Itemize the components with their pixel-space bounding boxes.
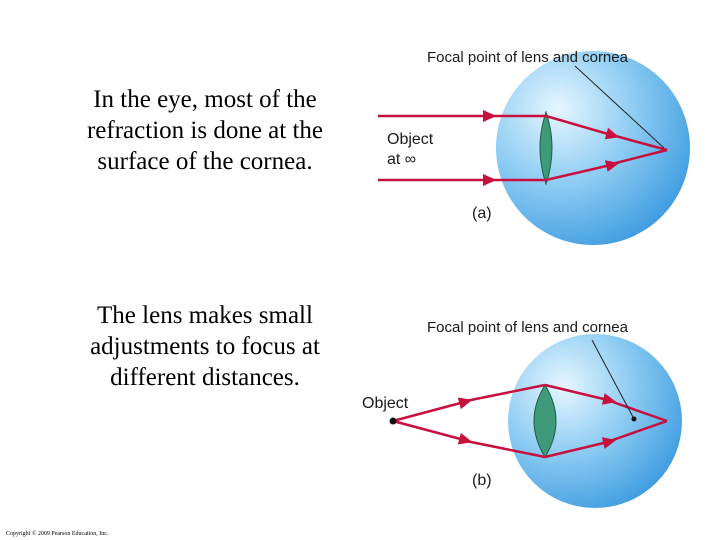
lens-adjustment-text: The lens makes small adjustments to focu… (40, 300, 370, 393)
text-line: In the eye, most of the (93, 86, 317, 113)
object-infinity-label-a: at ∞ (387, 151, 416, 168)
panel-label-a: (a) (472, 205, 492, 222)
text-line: The lens makes small (97, 302, 313, 329)
light-rays-b (392, 383, 668, 459)
object-point-b (389, 417, 397, 425)
cornea-refraction-text: In the eye, most of the refraction is do… (40, 84, 370, 177)
eyeball-b (508, 334, 682, 508)
focal-label-a: Focal point of lens and cornea (427, 49, 629, 66)
object-label-b: Object (362, 395, 409, 412)
lens-a (539, 110, 553, 186)
diagram-b: Focal point of lens and cornea Object (b… (362, 319, 682, 508)
focal-point-b (631, 416, 637, 422)
focal-pointer-b (591, 339, 635, 420)
text-line: surface of the cornea. (97, 148, 313, 175)
copyright-notice: Copyright © 2009 Pearson Education, Inc. (6, 531, 109, 537)
light-rays-a (378, 110, 668, 186)
panel-label-b: (b) (472, 472, 492, 489)
focal-pointer-a (574, 65, 665, 149)
object-label-a: Object (387, 131, 434, 148)
diagram-a: Focal point of lens and cornea Object at… (378, 49, 690, 245)
text-line: refraction is done at the (86, 117, 323, 144)
text-line: adjustments to focus at (90, 333, 320, 360)
eyeball-a (496, 51, 690, 245)
text-line: different distances. (110, 364, 300, 391)
focal-label-b: Focal point of lens and cornea (427, 319, 629, 336)
